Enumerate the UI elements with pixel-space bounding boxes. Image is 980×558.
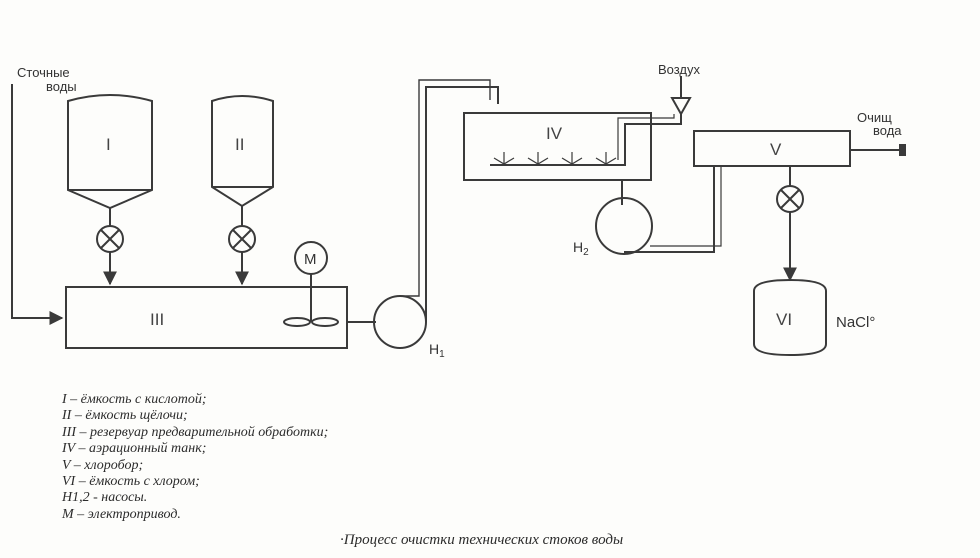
reservoir-III-label: III: [150, 310, 164, 329]
pump-2-subscript: 2: [583, 247, 589, 258]
svg-text:H2: H2: [573, 239, 589, 258]
mixer-blade-right: [311, 317, 339, 327]
chlorinator-V-label: V: [770, 140, 782, 159]
wastewater-label-line1: Сточные: [17, 65, 70, 80]
legend-item: IV – аэрационный танк;: [62, 441, 207, 457]
pump-1-label: H: [429, 341, 439, 357]
svg-text:H1: H1: [429, 341, 445, 360]
valve-II: [228, 225, 256, 253]
legend-item: H1,2 - насосы.: [62, 490, 148, 506]
riser-pipe-inner: [400, 79, 491, 297]
motor-label: M: [304, 251, 317, 268]
legend-item: V – хлоробор;: [62, 457, 144, 473]
reservoir-III: [65, 286, 348, 349]
pipe-pump-2-to-chlorinator-inner: [650, 166, 722, 247]
reagent-label: NaCl°: [836, 314, 875, 331]
valve-V: [776, 185, 804, 213]
mixer-blade-left: [283, 317, 311, 327]
tank-I-label: I: [106, 135, 111, 154]
legend-item: I – ёмкость с кислотой;: [62, 392, 207, 407]
pump-1-subscript: 1: [439, 349, 445, 360]
chlorine-tank-VI: [753, 278, 827, 357]
chlorinator-V: [693, 130, 851, 167]
air-label: Воздух: [658, 62, 701, 77]
legend-item: II – ёмкость щёлочи;: [62, 408, 188, 424]
pump-2: [595, 197, 653, 255]
clean-water-label-line1: Очищ: [857, 110, 892, 125]
wastewater-inlet-pipe: [11, 84, 64, 325]
legend: I – ёмкость с кислотой; II – ёмкость щёл…: [62, 392, 328, 523]
air-supply-line-inner: [617, 114, 675, 160]
aeration-IV-label: IV: [546, 124, 563, 143]
air-supply-line: [616, 114, 682, 166]
tank-I: [67, 94, 153, 210]
legend-item: VI – ёмкость с хлором;: [62, 474, 200, 490]
clean-water-label-line2: вода: [873, 123, 902, 138]
air-inlet-symbol: [670, 97, 692, 117]
tank-II-label: II: [235, 135, 244, 154]
legend-item: III – резервуар предварительной обработк…: [62, 424, 329, 440]
riser-pipe-to-aeration: [425, 86, 499, 322]
legend-item: M – электропривод.: [62, 506, 181, 522]
aerators: [493, 152, 617, 165]
chlorine-tank-VI-label: VI: [776, 310, 792, 329]
valve-I: [96, 225, 124, 253]
pump-1: [373, 295, 427, 349]
pump-2-label: H: [573, 239, 583, 255]
figure-caption: ·Процесс очистки технических стоков воды: [340, 532, 624, 548]
aeration-tank-IV: [463, 112, 652, 181]
clean-water-outlet-cap: [899, 144, 906, 156]
wastewater-label-line2: воды: [46, 79, 77, 94]
pipe-pump-2-to-chlorinator: [624, 166, 715, 253]
tank-II: [211, 95, 274, 208]
